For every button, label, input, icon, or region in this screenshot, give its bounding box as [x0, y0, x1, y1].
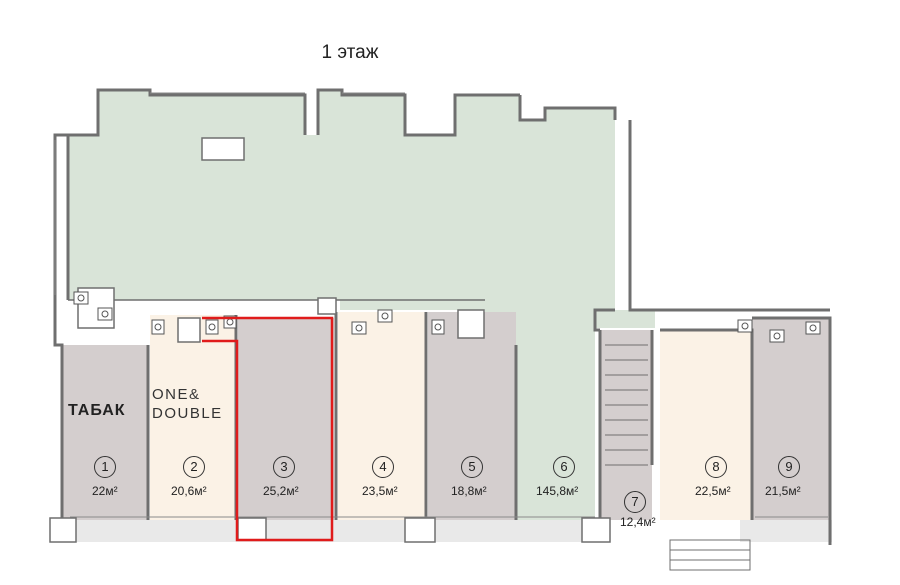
room-1[interactable] — [62, 345, 148, 520]
room-2-area: 20,6м² — [171, 484, 207, 498]
room-6-number: 6 — [553, 456, 575, 478]
room-3-area: 25,2м² — [263, 484, 299, 498]
tenant-one-amp: & — [189, 386, 201, 403]
room-6-area: 145,8м² — [536, 484, 579, 498]
floor-title: 1 этаж — [321, 42, 379, 63]
room-5[interactable] — [428, 312, 516, 520]
room-3[interactable] — [238, 318, 334, 540]
room-7[interactable] — [600, 330, 652, 520]
room-9-number: 9 — [778, 456, 800, 478]
tenant-one-line2: DOUBLE — [152, 405, 223, 422]
room-4-number: 4 — [372, 456, 394, 478]
room-7-area: 12,4м² — [620, 515, 656, 529]
room-2[interactable] — [150, 340, 236, 520]
room-1-number: 1 — [94, 456, 116, 478]
room-4-area: 23,5м² — [362, 484, 398, 498]
wc-fixtures — [73, 291, 821, 343]
room-4[interactable] — [338, 312, 426, 520]
room-5-area: 18,8м² — [451, 484, 487, 498]
room-9-area: 21,5м² — [765, 484, 801, 498]
room-2-number: 2 — [183, 456, 205, 478]
sidewalk — [50, 520, 610, 542]
room-7-number: 7 — [624, 491, 646, 513]
sidewalk-right — [740, 520, 832, 542]
facade-piers — [49, 137, 611, 543]
tenant-logo-tabak: ТАБАК — [68, 402, 126, 419]
room-3-number: 3 — [273, 456, 295, 478]
room-8-area: 22,5м² — [695, 484, 731, 498]
room-3-highlight[interactable] — [202, 316, 334, 542]
tenant-one-line1: ONE — [152, 386, 190, 403]
stairs — [605, 344, 648, 466]
room-8[interactable] — [660, 330, 752, 520]
room-9[interactable] — [752, 318, 830, 520]
room-1-area: 22м² — [92, 484, 118, 498]
tenant-logo-one-double: ONE& DOUBLE — [152, 385, 223, 423]
entrance-steps — [669, 539, 751, 571]
room-6-hall[interactable] — [68, 90, 615, 520]
room-5-number: 5 — [461, 456, 483, 478]
hall-right-strip — [595, 310, 655, 328]
room-8-number: 8 — [705, 456, 727, 478]
